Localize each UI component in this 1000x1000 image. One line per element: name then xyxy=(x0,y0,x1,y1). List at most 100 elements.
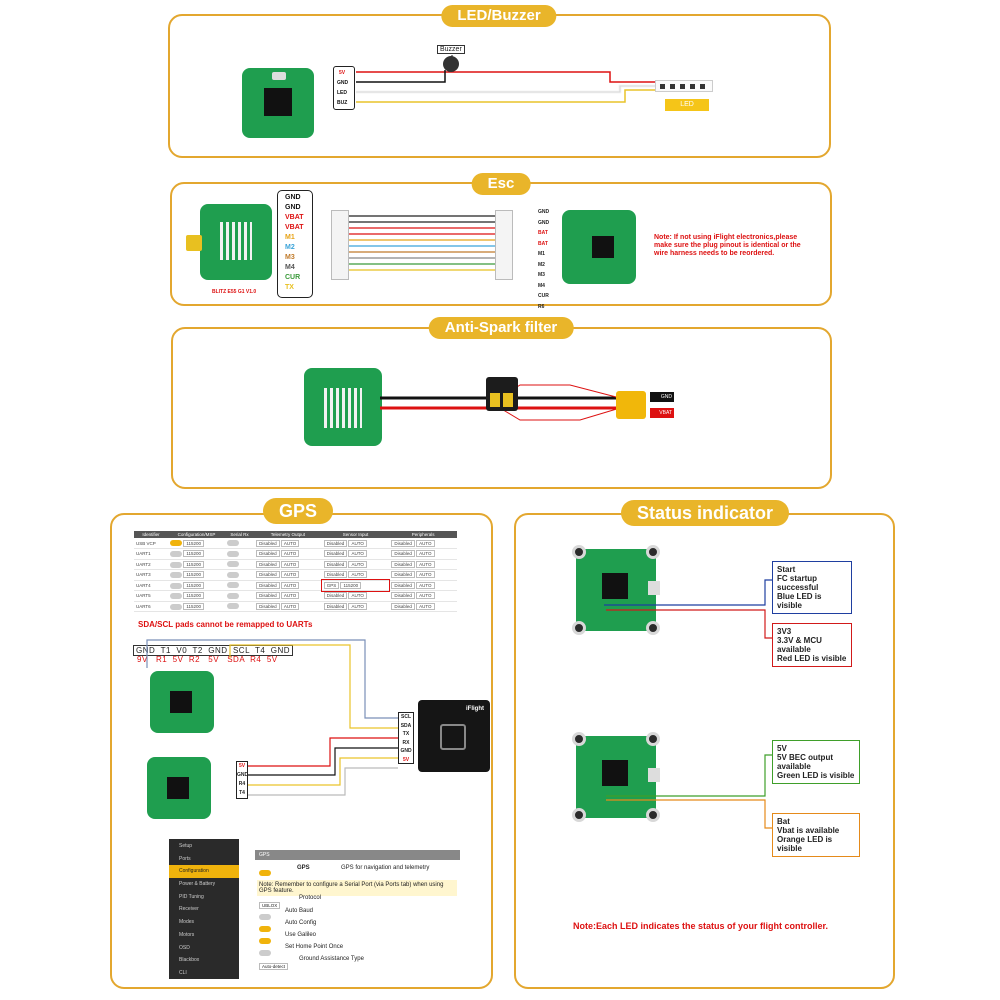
serial-rx-toggle[interactable] xyxy=(227,582,240,589)
gps-module-pin-box: SCL SDA TX RX GND 5V xyxy=(398,712,414,764)
auto-config-toggle[interactable] xyxy=(259,925,271,932)
pin-buz: BUZ xyxy=(337,100,348,106)
peripherals-baud-select[interactable]: AUTO xyxy=(416,592,435,600)
sensor-select[interactable]: Disabled xyxy=(323,539,348,547)
telemetry-cell: Disabled AUTO xyxy=(254,548,322,560)
gps-pin: SCL xyxy=(401,714,411,720)
peripherals-baud-select[interactable]: AUTO xyxy=(416,539,435,547)
sensor-select[interactable]: Disabled xyxy=(323,602,348,610)
ground-assist-label: Ground Assistance Type xyxy=(299,956,364,962)
msp-baud-select[interactable]: 115200 xyxy=(183,571,204,579)
sensor-baud-select[interactable]: AUTO xyxy=(348,602,367,610)
telemetry-baud-select[interactable]: AUTO xyxy=(280,602,300,610)
sensor-baud-select[interactable]: AUTO xyxy=(348,592,367,600)
telemetry-select[interactable]: Disabled xyxy=(256,560,280,568)
sensor-select[interactable]: Disabled xyxy=(323,592,348,600)
status-start-legend: Start FC startup successful Blue LED is … xyxy=(772,561,852,614)
ground-assist-select[interactable]: Auto-detect xyxy=(259,963,289,970)
telemetry-select[interactable]: Disabled xyxy=(256,602,280,610)
sensor-select[interactable]: GPS xyxy=(323,581,340,589)
peripherals-baud-select[interactable]: AUTO xyxy=(416,602,435,610)
esc-pin: CUR xyxy=(285,274,301,281)
fc-pin: R6 xyxy=(538,303,545,310)
gps-toggle-desc: GPS for navigation and telemetry xyxy=(341,865,430,871)
peripherals-select[interactable]: Disabled xyxy=(391,581,415,589)
msp-toggle[interactable] xyxy=(170,572,183,579)
peripherals-baud-select[interactable]: AUTO xyxy=(416,550,435,558)
serial-rx-toggle[interactable] xyxy=(227,571,240,578)
protocol-select[interactable]: UBLOX xyxy=(259,902,281,909)
telemetry-select[interactable]: Disabled xyxy=(256,592,280,600)
sensor-baud-select[interactable]: 115200 xyxy=(340,581,362,589)
sensor-baud-select[interactable]: AUTO xyxy=(348,550,367,558)
sensor-select[interactable]: Disabled xyxy=(323,571,348,579)
msp-toggle[interactable] xyxy=(170,593,183,600)
telemetry-select[interactable]: Disabled xyxy=(256,571,280,579)
msp-baud-select[interactable]: 115200 xyxy=(183,602,204,610)
msp-cell: 115200 xyxy=(168,580,226,591)
led-pin-box: 5V GND LED BUZ xyxy=(333,66,355,110)
configurator-menu-item[interactable]: PID Tuning xyxy=(179,893,204,900)
telemetry-baud-select[interactable]: AUTO xyxy=(280,581,300,589)
telemetry-cell: Disabled AUTO xyxy=(254,601,322,612)
peripherals-select[interactable]: Disabled xyxy=(391,592,415,600)
telemetry-baud-select[interactable]: AUTO xyxy=(280,539,300,547)
configurator-menu-item[interactable]: CLI xyxy=(179,969,187,976)
telemetry-baud-select[interactable]: AUTO xyxy=(280,592,300,600)
sensor-select[interactable]: Disabled xyxy=(323,560,348,568)
serial-rx-toggle[interactable] xyxy=(227,592,240,599)
use-galileo-toggle[interactable] xyxy=(259,937,271,944)
peripherals-select[interactable]: Disabled xyxy=(391,602,415,610)
sensor-baud-select[interactable]: AUTO xyxy=(348,560,367,568)
auto-baud-toggle[interactable] xyxy=(259,913,271,920)
configurator-menu-item[interactable]: Blackbox xyxy=(179,957,200,964)
configurator-menu-item[interactable]: Setup xyxy=(179,843,193,849)
esc-pin: GND xyxy=(285,204,301,211)
configurator-menu-item[interactable]: Configuration xyxy=(169,865,239,879)
esc-pin: M4 xyxy=(285,264,295,271)
serial-rx-toggle[interactable] xyxy=(227,540,240,546)
serial-rx-toggle[interactable] xyxy=(227,550,240,557)
msp-toggle[interactable] xyxy=(170,603,183,610)
telemetry-select[interactable]: Disabled xyxy=(256,539,280,547)
peripherals-baud-select[interactable]: AUTO xyxy=(416,571,435,579)
msp-toggle[interactable] xyxy=(170,561,183,568)
configurator-menu-item[interactable]: OSD xyxy=(179,944,190,951)
port-id: USB VCP xyxy=(134,538,169,549)
msp-baud-select[interactable]: 115200 xyxy=(183,592,204,600)
telemetry-baud-select[interactable]: AUTO xyxy=(280,550,300,558)
sensor-cell: Disabled AUTO xyxy=(321,548,390,560)
telemetry-baud-select[interactable]: AUTO xyxy=(280,571,300,579)
configurator-menu-item[interactable]: Ports xyxy=(179,855,191,862)
configurator-menu-item[interactable]: Power & Battery xyxy=(179,881,216,888)
peripherals-baud-select[interactable]: AUTO xyxy=(416,560,435,568)
peripherals-select[interactable]: Disabled xyxy=(391,571,415,579)
sensor-baud-select[interactable]: AUTO xyxy=(348,539,367,547)
msp-toggle[interactable] xyxy=(170,582,183,589)
sensor-baud-select[interactable]: AUTO xyxy=(348,571,367,579)
ports-header-cell: Telemetry Output xyxy=(254,531,322,538)
serial-rx-toggle[interactable] xyxy=(227,603,240,610)
esc-harness xyxy=(349,215,495,271)
peripherals-select[interactable]: Disabled xyxy=(391,550,415,558)
peripherals-baud-select[interactable]: AUTO xyxy=(416,581,435,589)
set-home-toggle[interactable] xyxy=(259,949,271,956)
configurator-menu-item[interactable]: Receiver xyxy=(179,906,199,913)
msp-baud-select[interactable]: 115200 xyxy=(183,539,204,547)
peripherals-select[interactable]: Disabled xyxy=(391,539,415,547)
sensor-select[interactable]: Disabled xyxy=(323,550,348,558)
msp-toggle[interactable] xyxy=(170,551,183,558)
msp-baud-select[interactable]: 115200 xyxy=(183,581,204,589)
serial-rx-toggle[interactable] xyxy=(227,561,240,568)
configurator-menu-item[interactable]: Motors xyxy=(179,931,195,938)
msp-toggle[interactable] xyxy=(170,540,183,547)
configurator-menu-item[interactable]: Modes xyxy=(179,919,195,926)
peripherals-select[interactable]: Disabled xyxy=(391,560,415,568)
telemetry-cell: Disabled AUTO xyxy=(254,580,322,591)
telemetry-select[interactable]: Disabled xyxy=(256,550,280,558)
telemetry-select[interactable]: Disabled xyxy=(256,581,280,589)
gps-toggle[interactable] xyxy=(259,869,271,876)
msp-baud-select[interactable]: 115200 xyxy=(183,550,204,558)
telemetry-baud-select[interactable]: AUTO xyxy=(280,560,300,568)
msp-baud-select[interactable]: 115200 xyxy=(183,560,204,568)
